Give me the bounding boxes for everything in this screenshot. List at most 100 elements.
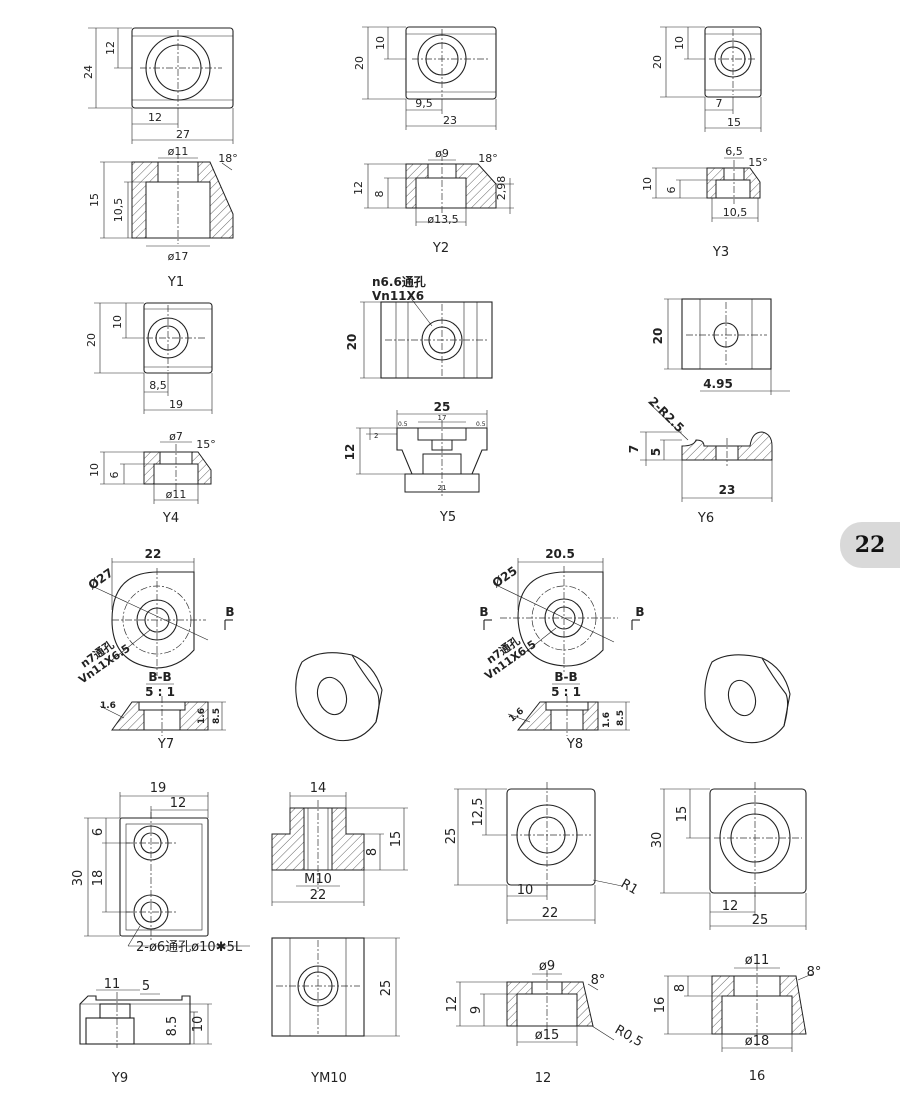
- y3-section-view: 6,5 15° 10 6 10,5: [641, 145, 768, 222]
- ym10-label: YM10: [310, 1071, 347, 1086]
- y9-dim-height-total: 30: [71, 870, 86, 887]
- y8-dim-width-total: 20.5: [545, 547, 575, 561]
- y8-isometric-view: [704, 654, 791, 744]
- y5-dim-height-total: 20: [345, 334, 359, 351]
- p12-dim-bottom-radius: R0,5: [612, 1022, 645, 1050]
- y4-plan-view: 20 10 8,5 19: [85, 302, 213, 414]
- ym10-dim-top-width: 14: [310, 781, 327, 796]
- y6-dim-radius: 2-R2.5: [646, 394, 687, 435]
- y5-label: Y5: [439, 510, 456, 525]
- y7-dim-inner-height: 1.6: [197, 708, 207, 724]
- y9-dim-width-total: 19: [150, 781, 167, 796]
- y3-dim-top-width: 6,5: [725, 145, 743, 158]
- y4-section-view: ø7 15° 10 6 ø11: [88, 430, 216, 504]
- y9-plan-view: 19 12 30 6 18 2-ø6通孔ø10✱5L: [71, 781, 250, 955]
- y6-plan-view: 20 4.95: [651, 298, 790, 395]
- y9-dim-side-h1: 8.5: [165, 1016, 180, 1037]
- p12-dim-height-half: 12,5: [471, 798, 486, 827]
- part-y7: 22 Ø27 B n7通孔 Vn11X6.5 B-B 5 : 1 1.6 1.6…: [76, 547, 383, 752]
- y7-isometric-view: [295, 652, 383, 742]
- y9-dim-width-part: 12: [170, 796, 187, 811]
- y2-dim-height-total: 20: [353, 56, 366, 70]
- p12-dim-width-half: 10: [517, 883, 534, 898]
- y7-plan-view: 22 Ø27 B n7通孔 Vn11X6.5: [76, 547, 234, 686]
- y1-label: Y1: [167, 275, 184, 290]
- p16-dim-width-half: 12: [722, 899, 739, 914]
- y5-dim-section-height: 12: [343, 444, 357, 461]
- y9-hole-note: 2-ø6通孔ø10✱5L: [136, 940, 243, 955]
- ym10-section-view: 14 M10 22 8 15: [271, 781, 408, 906]
- y3-dim-bottom-width: 10,5: [723, 206, 748, 219]
- p16-dim-bottom-dia: ø18: [745, 1034, 770, 1049]
- y7-label: Y7: [157, 737, 174, 752]
- y9-dim-side-h2: 10: [191, 1016, 206, 1033]
- y8-dim-section-height: 8.5: [616, 710, 626, 726]
- y2-dim-section-height: 12: [352, 181, 365, 195]
- y9-dim-height-b: 18: [91, 870, 106, 887]
- y1-dim-height-half: 12: [104, 41, 117, 55]
- y7-dim-section-height: 8.5: [212, 708, 222, 724]
- part-16: 30 15 12 25 ø11 8° 16 8 ø18 16: [650, 782, 821, 1084]
- y9-label: Y9: [111, 1071, 128, 1086]
- y9-dim-height-a: 6: [91, 828, 106, 836]
- y5-dim-width-total: 25: [434, 400, 451, 414]
- p12-dim-width-total: 22: [542, 906, 559, 921]
- y3-dim-width-total: 15: [727, 116, 741, 129]
- y3-plan-view: 20 10 7 15: [651, 26, 762, 132]
- y7-section-title: B-B: [148, 670, 171, 684]
- y2-dim-top-dia: ø9: [435, 147, 449, 160]
- y3-dim-angle: 15°: [748, 156, 768, 169]
- ym10-dim-width-total: 22: [310, 888, 327, 903]
- y1-dim-inner-height: 10,5: [112, 198, 125, 223]
- ym10-plan-view: 25: [271, 937, 400, 1037]
- p12-dim-inner-height: 9: [469, 1006, 484, 1014]
- y8-section-title: B-B: [554, 670, 577, 684]
- y2-dim-inner-height: 8: [373, 191, 386, 198]
- y7-section-mark-b: B: [225, 605, 234, 619]
- y5-dim-chamfer-left: 0.5: [398, 421, 408, 428]
- y7-section-view: B-B 5 : 1 1.6 1.6 8.5: [99, 670, 226, 736]
- y6-dim-section-height: 7: [627, 445, 641, 453]
- y3-dim-height-half: 10: [673, 36, 686, 50]
- y2-dim-width-total: 23: [443, 114, 457, 127]
- y8-section-mark-b-right: B: [635, 605, 644, 619]
- p16-dim-inner-height: 8: [673, 984, 688, 992]
- y3-label: Y3: [712, 245, 729, 260]
- y4-dim-section-height: 10: [88, 463, 101, 477]
- p16-label: 16: [749, 1069, 766, 1084]
- y1-dim-bottom-dia: ø17: [168, 250, 189, 263]
- ym10-dim-inner-height: 8: [365, 848, 380, 856]
- page-number: 22: [854, 532, 886, 558]
- y7-dim-edge: 1.6: [100, 701, 116, 711]
- y8-dim-edge: 1.6: [508, 706, 527, 724]
- y4-dim-height-total: 20: [85, 333, 98, 347]
- ym10-dim-thread: M10: [304, 872, 332, 887]
- part-12: 25 12,5 10 22 R1 ø9 8° 12 9 ø15: [444, 782, 645, 1086]
- p12-dim-height-total: 25: [444, 828, 459, 845]
- y5-dim-inner-width: 17: [438, 414, 447, 422]
- p16-plan-view: 30 15 12 25: [650, 782, 807, 930]
- y1-plan-view: 24 12 12 27: [82, 27, 234, 144]
- y4-dim-bottom-dia: ø11: [166, 488, 187, 501]
- part-y4: 20 10 8,5 19 ø7 15° 10 6 ø11 Y4: [85, 302, 216, 526]
- y2-label: Y2: [432, 241, 449, 256]
- p12-dim-corner-radius: R1: [618, 876, 640, 898]
- y3-dim-width-half: 7: [716, 97, 723, 110]
- y5-plan-view: n6.6通孔 Vn11X6 20: [345, 274, 493, 379]
- page-number-tab: 22: [840, 522, 900, 568]
- y6-dim-inner-height: 5: [649, 448, 663, 456]
- y8-label: Y8: [566, 737, 583, 752]
- y9-dim-side-b: 5: [142, 979, 150, 994]
- y5-hole-note-2: Vn11X6: [372, 289, 424, 303]
- y8-plan-view: 20.5 Ø25 B B n7通孔 Vn11X6.5: [479, 547, 644, 682]
- y2-section-view: ø9 18° 12 8 2,98 ø13,5: [352, 147, 514, 226]
- p12-dim-angle: 8°: [591, 973, 606, 988]
- y8-dim-outer-dia: Ø25: [490, 564, 520, 591]
- y1-dim-width-total: 27: [176, 128, 190, 141]
- y4-dim-width-total: 19: [169, 398, 183, 411]
- p12-dim-top-dia: ø9: [539, 959, 555, 974]
- y1-dim-angle: 18°: [218, 152, 238, 165]
- y4-dim-top-dia: ø7: [169, 430, 183, 443]
- y4-dim-angle: 15°: [196, 438, 216, 451]
